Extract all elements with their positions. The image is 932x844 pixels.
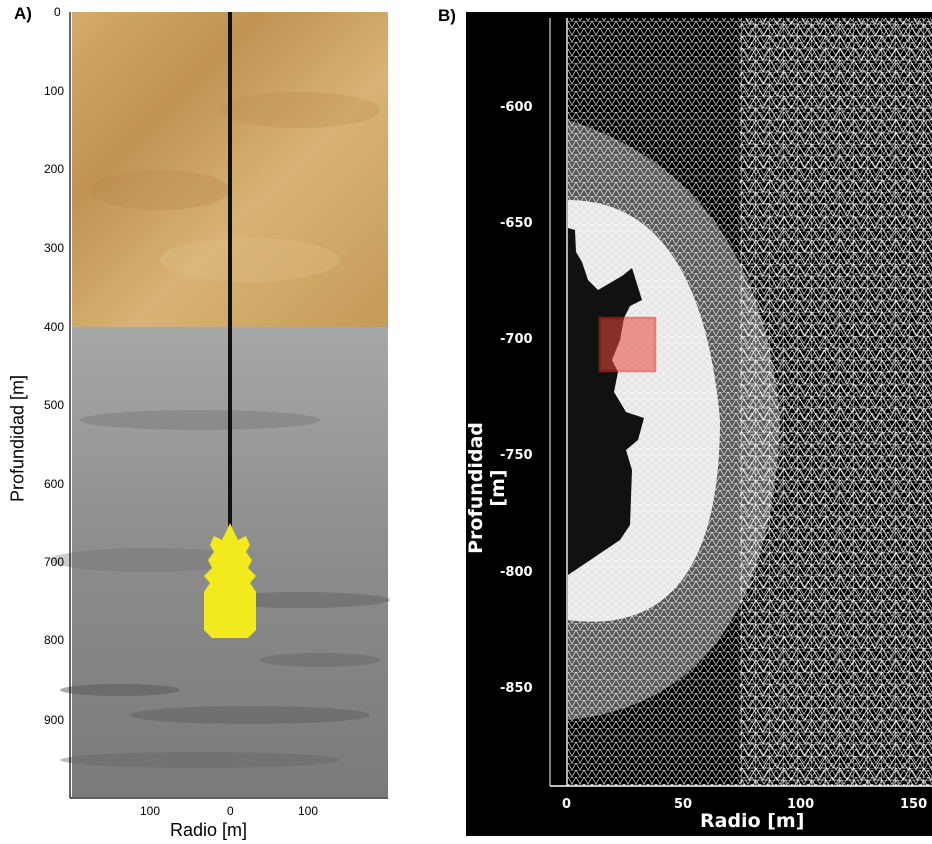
panel-a-ytick: 700 bbox=[44, 555, 65, 569]
panel-a-ytick: 500 bbox=[44, 398, 65, 412]
panel-a-ytick: 200 bbox=[44, 162, 65, 176]
panel-a-ytick: 400 bbox=[44, 320, 65, 334]
panel-b-xlabel: Radio [m] bbox=[700, 810, 805, 832]
panel-b-label: B) bbox=[438, 6, 456, 25]
panel-a-xlabel: Radio [m] bbox=[170, 820, 248, 840]
panel-a-ytick: 100 bbox=[44, 84, 65, 98]
panel-a-ytick: 800 bbox=[44, 633, 65, 647]
wellbore bbox=[228, 12, 232, 530]
panel-b-xtick: 150 bbox=[900, 797, 928, 812]
panel-a-xtick: 100 bbox=[140, 804, 161, 818]
panel-b-ytick: -600 bbox=[500, 100, 533, 115]
panel-b-ytick: -700 bbox=[500, 332, 533, 347]
highlight-region bbox=[598, 316, 657, 373]
cavern-cross-section bbox=[568, 228, 644, 575]
panel-b-ylabel: Profundidad [m] bbox=[465, 422, 509, 554]
panel-b-ytick: -650 bbox=[500, 216, 533, 231]
panel-a-ytick: 900 bbox=[44, 713, 65, 727]
panel-a-xtick: 0 bbox=[227, 804, 234, 818]
panel-b-xtick: 50 bbox=[674, 797, 693, 812]
panel-b-xtick: 100 bbox=[787, 797, 815, 812]
panel-a-xtick: 100 bbox=[298, 804, 319, 818]
panel-a-ytick: 600 bbox=[44, 477, 65, 491]
panel-b-ytick: -800 bbox=[500, 565, 533, 580]
panel-a-ytick: 0 bbox=[54, 5, 61, 19]
panel-b-xtick: 0 bbox=[562, 797, 572, 812]
panel-b-ytick: -750 bbox=[500, 448, 533, 463]
salt-cavern bbox=[204, 523, 256, 638]
panel-a-label: A) bbox=[14, 4, 32, 23]
panel-a-ytick: 300 bbox=[44, 241, 65, 255]
panel-b-ytick: -850 bbox=[500, 681, 533, 696]
